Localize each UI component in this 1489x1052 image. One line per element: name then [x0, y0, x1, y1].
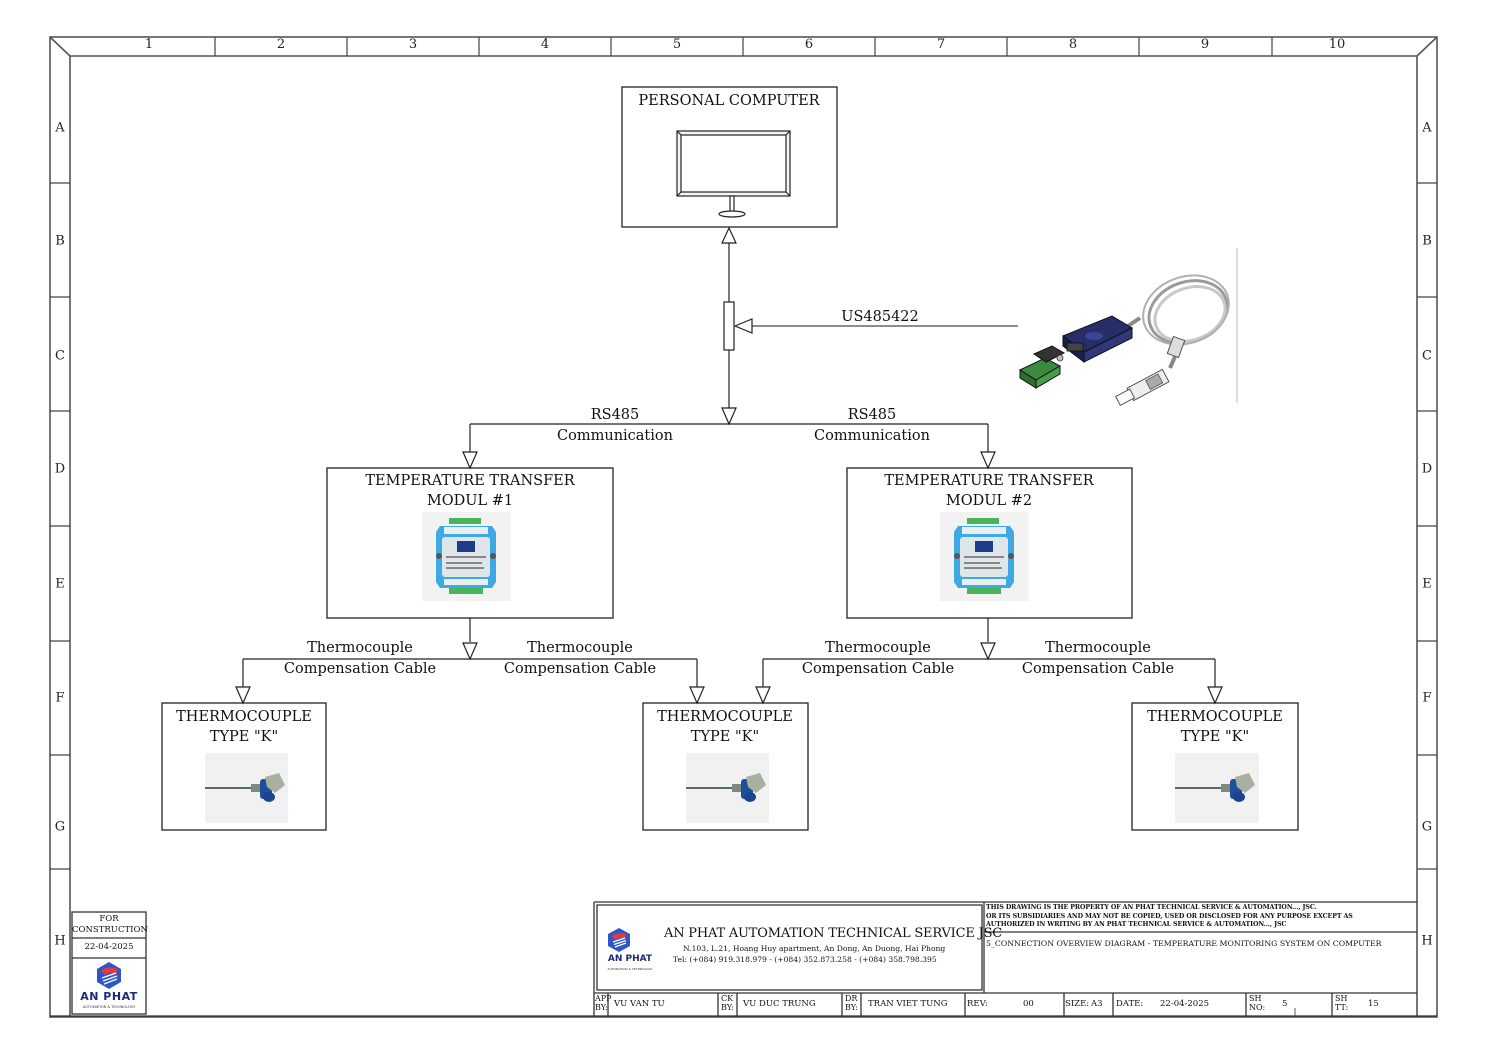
date-value: 22-04-2025	[1160, 999, 1210, 1009]
column-label: 9	[1200, 37, 1210, 52]
stamp-logo-icon	[97, 962, 121, 989]
row-label: H	[1421, 933, 1433, 949]
row-label: F	[1422, 690, 1432, 706]
row-label: A	[1422, 120, 1432, 136]
monitor-icon	[676, 130, 791, 218]
sheet-total-label: SH TT:	[1335, 994, 1349, 1012]
rs485-right-label: RS485 Communication	[814, 407, 930, 444]
thermocouple-probe-image	[1175, 753, 1259, 823]
thermocouple-3-title: THERMOCOUPLE TYPE "K"	[1147, 709, 1283, 745]
title-block-logo-text: AN PHAT	[607, 954, 653, 964]
thermocouple-1-title: THERMOCOUPLE TYPE "K"	[176, 709, 312, 745]
row-label: B	[55, 233, 65, 249]
arrow-down-thermocouple-2b	[755, 686, 771, 705]
column-label: 6	[804, 37, 814, 52]
row-label: D	[54, 461, 66, 477]
arrow-down-thermocouple-1	[235, 686, 251, 705]
stamp-logo-subtext: AUTOMATION & TECHNOLOGY	[82, 1005, 136, 1009]
column-label: 3	[408, 37, 418, 52]
sheet-no-label: SH NO:	[1249, 994, 1266, 1012]
company-phone: Tel: (+084) 919.318.979 - (+084) 352.873…	[673, 955, 937, 964]
module-2-title: TEMPERATURE TRANSFER MODUL #2	[884, 473, 1094, 509]
tc-cable-label-1: Thermocouple Compensation Cable	[283, 640, 437, 677]
disclaimer-text: THIS DRAWING IS THE PROPERTY OF AN PHAT …	[986, 904, 1353, 928]
module-1-title: TEMPERATURE TRANSFER MODUL #1	[365, 473, 575, 509]
row-label: E	[1422, 576, 1432, 592]
checked-by-label: CK BY:	[721, 994, 734, 1012]
column-label: 10	[1328, 37, 1346, 52]
corner-diagonal-left	[49, 36, 71, 57]
column-label: 8	[1068, 37, 1078, 52]
thermocouple-2-title: THERMOCOUPLE TYPE "K"	[657, 709, 793, 745]
rs485-left-label: RS485 Communication	[557, 407, 673, 444]
row-label: G	[54, 819, 66, 835]
stamp-box	[71, 911, 147, 1015]
date-label: DATE:	[1116, 999, 1144, 1009]
drawn-by-label: DR BY:	[845, 994, 858, 1012]
checked-by: VU DUC TRUNG	[743, 999, 816, 1009]
row-label: C	[55, 348, 65, 364]
approved-by: VU VAN TU	[614, 999, 665, 1009]
sheet-no: 5	[1282, 999, 1288, 1009]
row-label: C	[1422, 348, 1432, 364]
temperature-module-image	[422, 512, 511, 601]
row-label: F	[55, 690, 65, 706]
rev-value: 00	[1023, 999, 1034, 1009]
sheet-total: 15	[1368, 999, 1379, 1009]
arrow-down-module-1-out	[462, 642, 478, 661]
converter-label: US485422	[841, 309, 919, 325]
temperature-module-image	[940, 512, 1029, 601]
company-frame	[596, 904, 983, 991]
pc-title: PERSONAL COMPUTER	[638, 93, 820, 109]
thermocouple-probe-image	[205, 753, 288, 823]
column-label: 2	[276, 37, 286, 52]
arrow-down-module-1	[462, 451, 478, 470]
row-label: B	[1422, 233, 1432, 249]
company-address: N.103, L.21, Hoang Huy apartment, An Don…	[683, 944, 946, 953]
column-label: 1	[144, 37, 154, 52]
size-value: A3	[1091, 999, 1103, 1009]
arrow-down-module-2-out	[980, 642, 996, 661]
arrow-up-to-pc	[721, 226, 737, 244]
arrow-left-from-converter	[733, 318, 753, 334]
drawing-title: 5_CONNECTION OVERVIEW DIAGRAM - TEMPERAT…	[986, 939, 1382, 948]
company-name: AN PHAT AUTOMATION TECHNICAL SERVICE JSC	[664, 926, 1003, 941]
usb-rs485-converter-image	[1018, 248, 1238, 407]
size-label: SIZE:	[1065, 999, 1090, 1009]
row-label: G	[1421, 819, 1433, 835]
rev-label: REV:	[967, 999, 988, 1009]
tc-cable-label-2: Thermocouple Compensation Cable	[503, 640, 657, 677]
row-label: D	[1421, 461, 1433, 477]
tc-cable-label-3: Thermocouple Compensation Cable	[801, 640, 955, 677]
arrow-down-module-2	[980, 451, 996, 470]
converter-junction	[723, 301, 735, 351]
drawn-by: TRAN VIET TUNG	[868, 999, 948, 1009]
stamp-logo-text: AN PHAT	[80, 990, 138, 1003]
title-block-logo-subtext: AUTOMATION & TECHNOLOGY	[607, 967, 653, 971]
approved-by-label: APP BY:	[595, 994, 612, 1012]
company-logo-icon	[608, 928, 630, 952]
column-label: 5	[672, 37, 682, 52]
column-label: 7	[936, 37, 946, 52]
row-label: H	[54, 933, 66, 949]
column-label: 4	[540, 37, 550, 52]
thermocouple-probe-image	[686, 753, 769, 823]
arrow-down-thermocouple-2a	[689, 686, 705, 705]
stamp-date: 22-04-2025	[84, 942, 134, 952]
tc-cable-label-4: Thermocouple Compensation Cable	[1021, 640, 1175, 677]
row-label: A	[55, 120, 65, 136]
arrow-down-thermocouple-3	[1207, 686, 1223, 705]
stamp-status: FOR CONSTRUCTION	[72, 914, 148, 935]
row-label: E	[55, 576, 65, 592]
corner-diagonal-right	[1416, 36, 1438, 57]
arrow-down-rs485	[721, 407, 737, 426]
